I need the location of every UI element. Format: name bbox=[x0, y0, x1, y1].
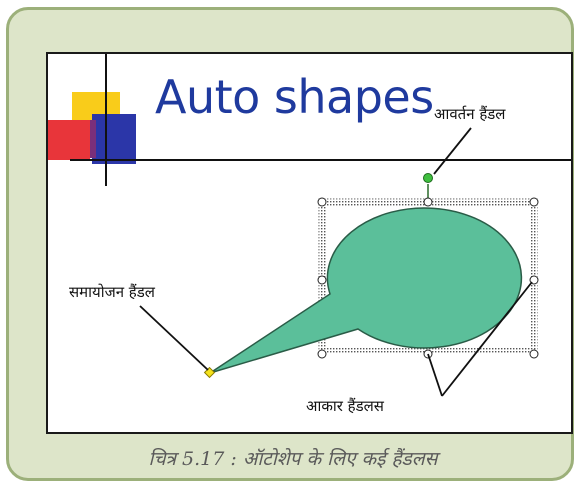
figure-frame: Auto shapes आवर्तन हैंडल समायोजन हैंडल आ… bbox=[6, 7, 574, 481]
slide-drawing bbox=[48, 54, 571, 397]
rotation-handle-icon bbox=[423, 173, 433, 183]
sizing-handle-icon bbox=[529, 197, 539, 207]
slide-title: Auto shapes bbox=[155, 70, 434, 124]
sizing-handle-icon bbox=[317, 275, 327, 285]
rotation-handle-label: आवर्तन हैंडल bbox=[434, 105, 506, 123]
callout-shape bbox=[209, 207, 523, 374]
sizing-handles bbox=[317, 197, 539, 359]
figure-caption: चित्र 5.17 : ऑटोशेप के लिए कई हैंडलस bbox=[148, 448, 438, 470]
sizing-handle-icon bbox=[423, 197, 433, 207]
slide-canvas: Auto shapes आवर्तन हैंडल समायोजन हैंडल आ… bbox=[46, 52, 573, 434]
slide-logo-decoration bbox=[48, 54, 571, 186]
sizing-handle-icon bbox=[317, 197, 327, 207]
sizing-handle-icon bbox=[529, 349, 539, 359]
sizing-handle-icon bbox=[317, 349, 327, 359]
adjustment-handle-label: समायोजन हैंडल bbox=[69, 283, 155, 301]
sizing-handles-label: आकार हैंडलस bbox=[306, 397, 384, 415]
leader-lines bbox=[139, 127, 533, 397]
